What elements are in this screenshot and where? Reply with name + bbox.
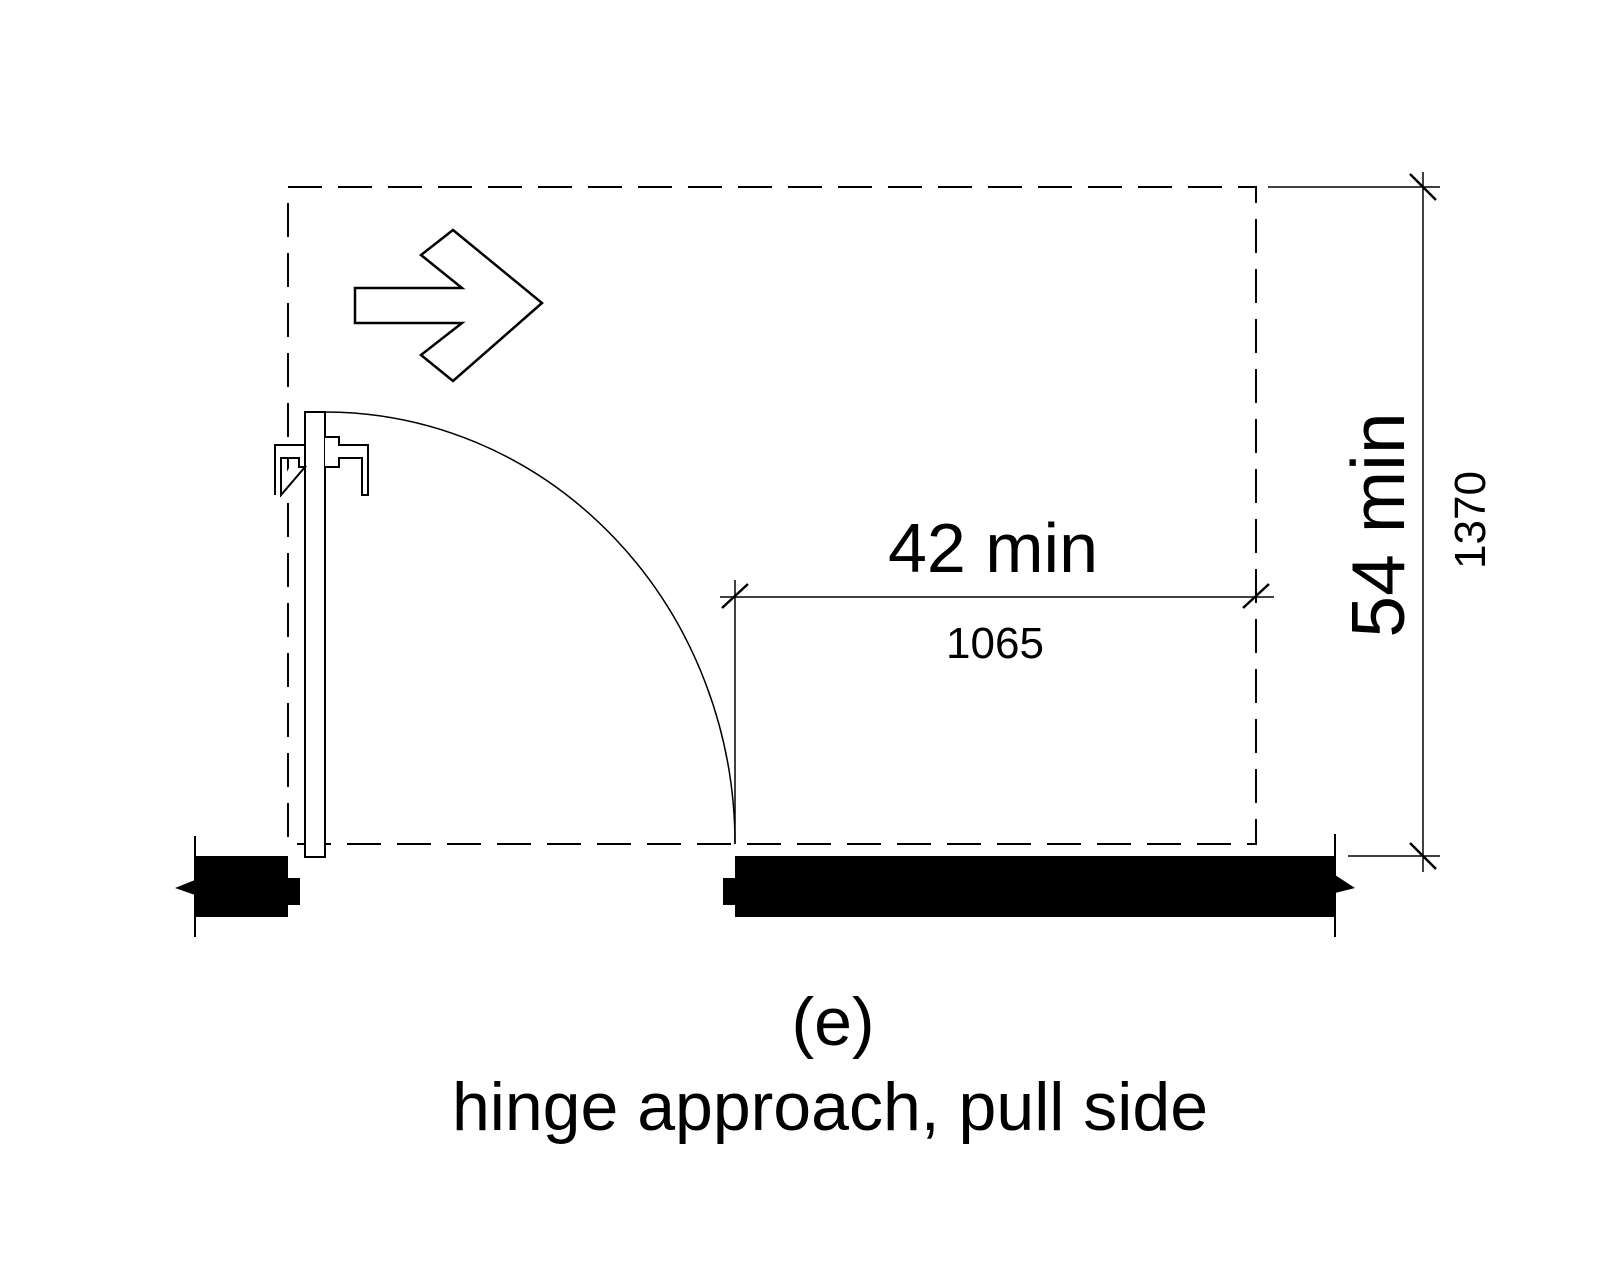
clearance-area bbox=[287, 186, 1257, 845]
width-metric-label: 1065 bbox=[946, 619, 1044, 668]
door-handle bbox=[274, 436, 369, 498]
width-dimension bbox=[720, 580, 1274, 844]
figure-label: (e) bbox=[791, 984, 874, 1060]
depth-imperial-label: 54 min bbox=[1336, 412, 1420, 637]
depth-dimension bbox=[1268, 172, 1440, 872]
depth-metric-label: 1370 bbox=[1446, 471, 1495, 569]
wall-right bbox=[723, 834, 1355, 937]
arrow-right-icon bbox=[353, 228, 544, 383]
figure-caption: hinge approach, pull side bbox=[452, 1069, 1208, 1145]
wall-left bbox=[175, 836, 300, 937]
door-swing-arc bbox=[324, 411, 736, 845]
door-leaf bbox=[304, 411, 326, 858]
width-imperial-label: 42 min bbox=[888, 509, 1098, 587]
